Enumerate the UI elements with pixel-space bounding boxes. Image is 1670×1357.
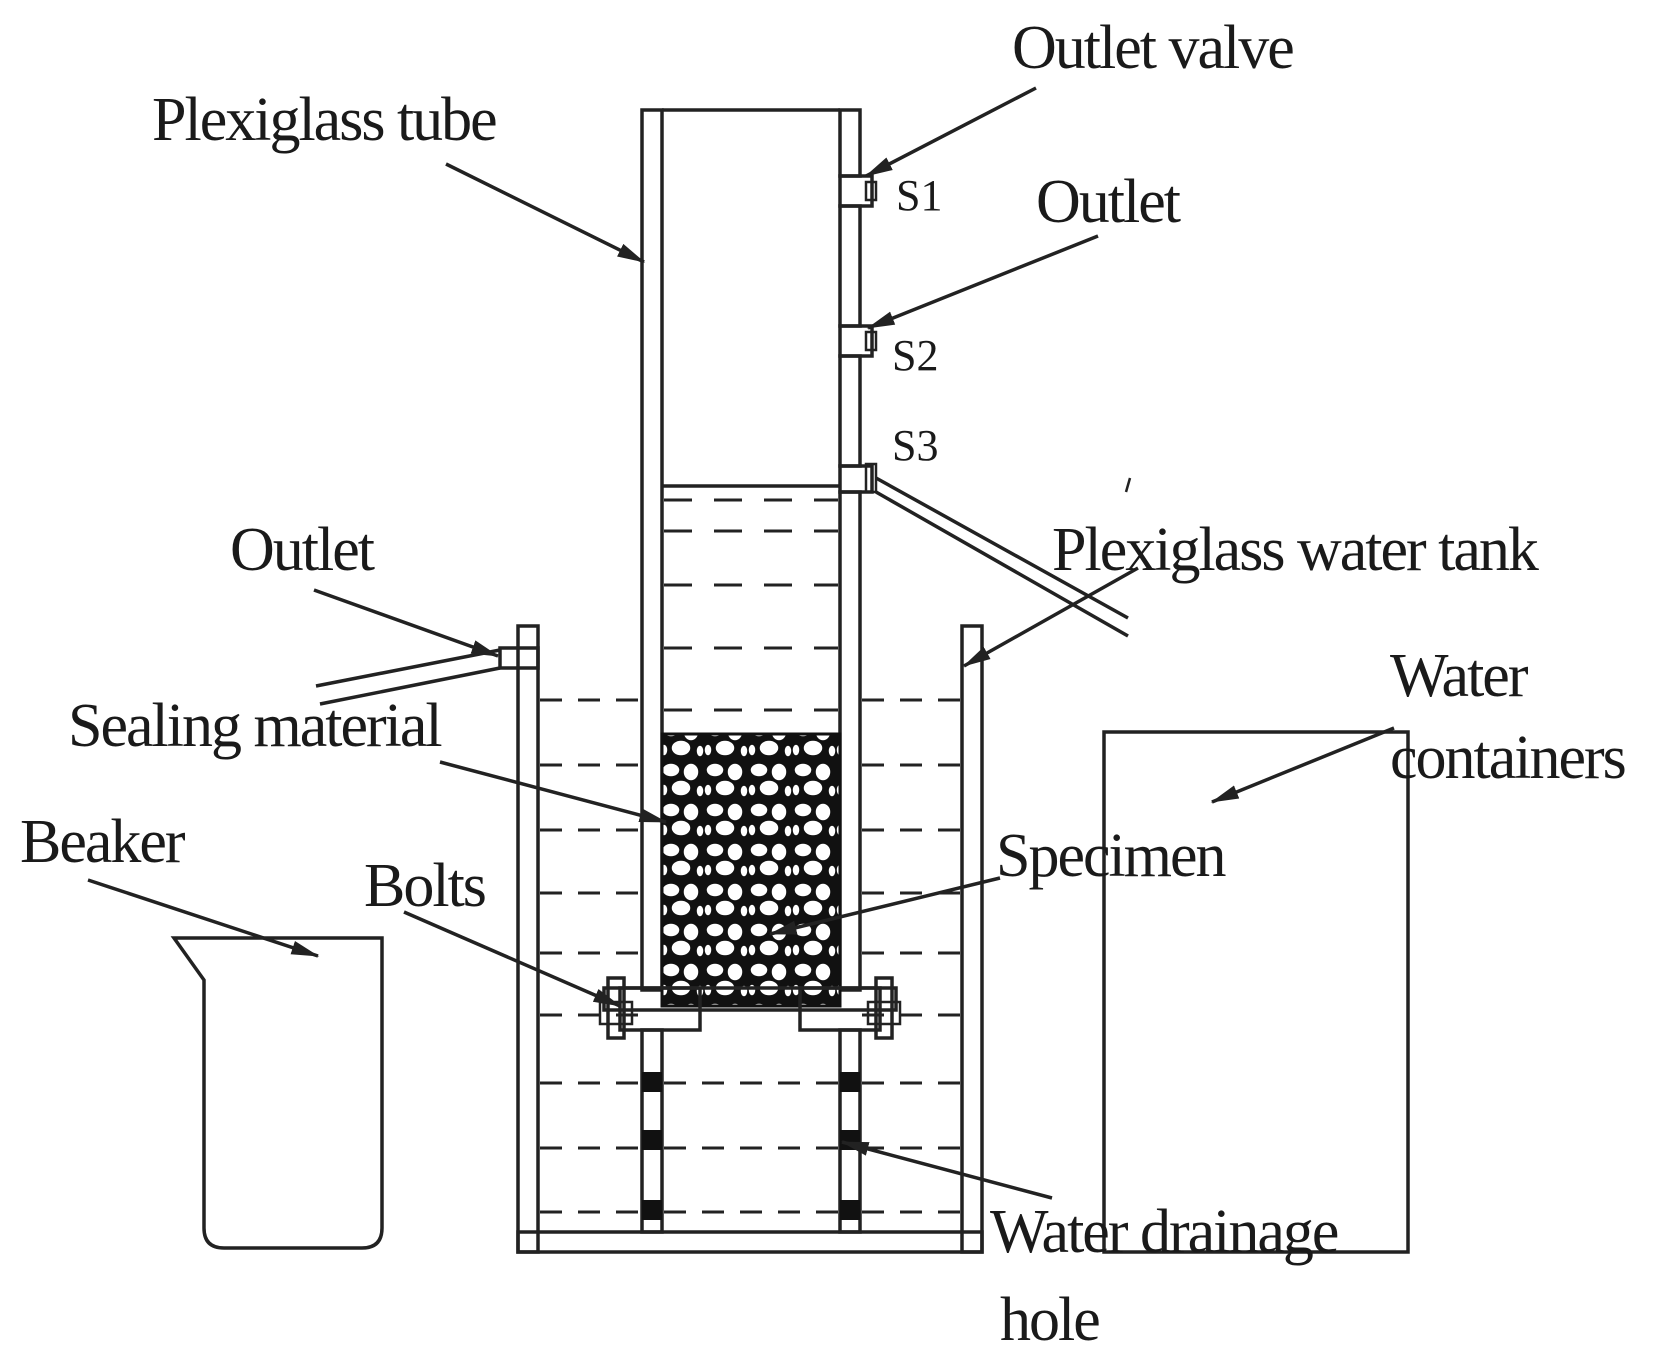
label-plexiglass-tube: Plexiglass tube [152, 86, 496, 154]
label-water-tank: Plexiglass water tank [1052, 516, 1539, 584]
outlet-pipes [315, 476, 1132, 706]
label-s1: S1 [896, 171, 942, 220]
label-water-containers-2: containers [1390, 724, 1625, 792]
water-container [1102, 730, 1410, 1254]
label-drainage-1: Water drainage [990, 1198, 1338, 1266]
label-specimen: Specimen [996, 822, 1226, 890]
label-drainage-2: hole [1000, 1286, 1099, 1354]
water-tank [498, 624, 984, 1254]
label-outlet-left: Outlet [230, 516, 375, 584]
label-s2: S2 [892, 331, 938, 380]
label-water-containers-1: Water [1390, 642, 1529, 710]
plexiglass-tube [640, 108, 878, 992]
label-sealing-material: Sealing material [68, 692, 441, 760]
tube-water [664, 498, 838, 712]
beaker [170, 936, 384, 1250]
label-bolts: Bolts [364, 852, 485, 920]
leader-arrows [87, 86, 1395, 1200]
label-outlet-top: Outlet [1036, 168, 1181, 236]
label-s3: S3 [892, 421, 938, 470]
specimen-gravel [660, 732, 842, 1008]
perforated-support [640, 1028, 862, 1234]
label-outlet-valve: Outlet valve [1012, 14, 1293, 82]
label-beaker: Beaker [20, 808, 186, 876]
